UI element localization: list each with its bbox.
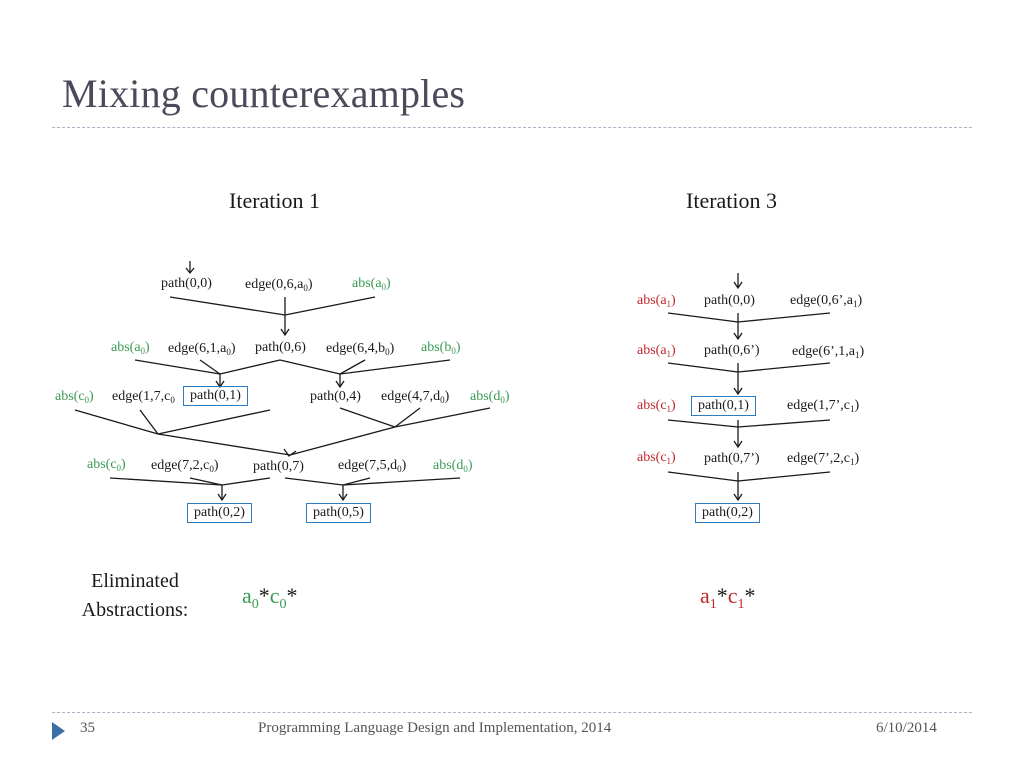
expr-subscript: 0 <box>279 597 287 612</box>
node-abs-d0: abs(d0) <box>433 458 473 474</box>
expr-star: * <box>286 583 298 608</box>
node-edge-0-6-a0: edge(0,6,a0) <box>245 277 313 293</box>
slide-title: Mixing counterexamples <box>62 71 466 116</box>
eliminated-abstractions-label: Eliminated Abstractions: <box>81 570 189 621</box>
expr-term: a <box>242 583 252 608</box>
title-divider <box>52 127 972 128</box>
node-path-0-0: path(0,0) <box>704 293 755 308</box>
expr-term: c <box>269 583 280 608</box>
iteration-1-heading: Iteration 1 <box>229 188 321 213</box>
node-path-0-4: path(0,4) <box>310 389 361 404</box>
node-abs-d0: abs(d0) <box>470 389 510 405</box>
node-abs-a1: abs(a1) <box>637 343 676 359</box>
expr-star: * <box>744 583 756 608</box>
expr-subscript: 1 <box>737 597 745 612</box>
node-abs-c1: abs(c1) <box>637 450 676 466</box>
node-path-0-6: path(0,6) <box>255 340 306 355</box>
expr-term: a <box>700 583 710 608</box>
node-path-0-5: path(0,5) <box>306 503 371 523</box>
footer-divider <box>52 712 972 713</box>
node-edge-7-2-c0: edge(7,2,c0) <box>151 458 219 474</box>
node-path-0-7: path(0,7) <box>253 459 304 474</box>
node-edge-6p-1-a1: edge(6’,1,a1) <box>792 344 865 360</box>
node-edge-1-7p-c1: edge(1,7’,c1) <box>787 398 860 414</box>
node-edge-1-7-c0: edge(1,7,c0 <box>112 389 175 405</box>
node-path-0-6p: path(0,6’) <box>704 343 760 358</box>
node-abs-a0: abs(a0) <box>352 276 391 292</box>
footer-date: 6/10/2014 <box>876 720 937 736</box>
page-number: 35 <box>80 720 95 736</box>
node-path-0-1: path(0,1) <box>691 396 756 416</box>
iteration-3-heading: Iteration 3 <box>686 188 778 213</box>
node-edge-6-1-a0: edge(6,1,a0) <box>168 341 236 357</box>
node-edge-6-4-b0: edge(6,4,b0) <box>326 341 395 357</box>
expr-subscript: 0 <box>251 597 259 612</box>
node-path-0-2: path(0,2) <box>187 503 252 523</box>
expr-subscript: 1 <box>709 597 717 612</box>
node-abs-c0: abs(c0) <box>87 457 126 473</box>
eliminated-expression-iteration-3: a1*c1* <box>700 583 756 612</box>
expr-star: * <box>716 583 728 608</box>
node-edge-7p-2-c1: edge(7’,2,c1) <box>787 451 860 467</box>
node-abs-a1: abs(a1) <box>637 293 676 309</box>
node-path-0-2: path(0,2) <box>695 503 760 523</box>
node-path-0-1: path(0,1) <box>183 386 248 406</box>
node-edge-7-5-d0: edge(7,5,d0) <box>338 458 407 474</box>
expr-term: c <box>727 583 738 608</box>
node-path-0-0: path(0,0) <box>161 276 212 291</box>
node-abs-a0: abs(a0) <box>111 340 150 356</box>
eliminated-expression-iteration-1: a0*c0* <box>242 583 298 612</box>
node-edge-0-6p-a1: edge(0,6’,a1) <box>790 293 863 309</box>
node-edge-4-7-d0: edge(4,7,d0) <box>381 389 450 405</box>
node-path-0-7p: path(0,7’) <box>704 451 760 466</box>
footer-title: Programming Language Design and Implemen… <box>258 720 612 736</box>
node-abs-c0: abs(c0) <box>55 389 94 405</box>
bullet-triangle-icon <box>52 722 65 740</box>
node-abs-b0: abs(b0) <box>421 340 461 356</box>
node-abs-c1: abs(c1) <box>637 398 676 414</box>
expr-star: * <box>258 583 270 608</box>
